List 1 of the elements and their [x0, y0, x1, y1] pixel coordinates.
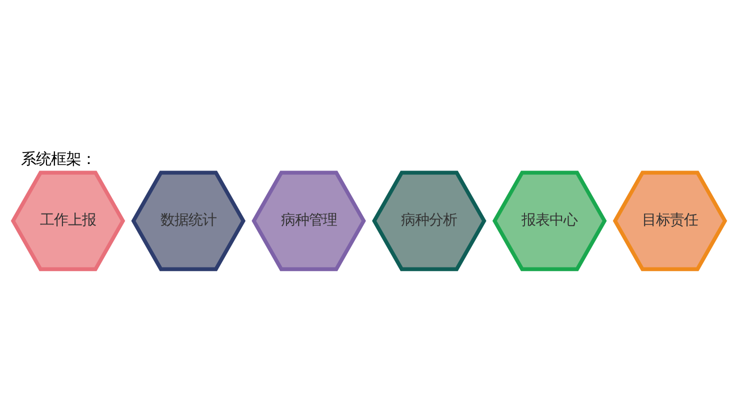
diagram-title: 系统框架：	[20, 149, 96, 168]
